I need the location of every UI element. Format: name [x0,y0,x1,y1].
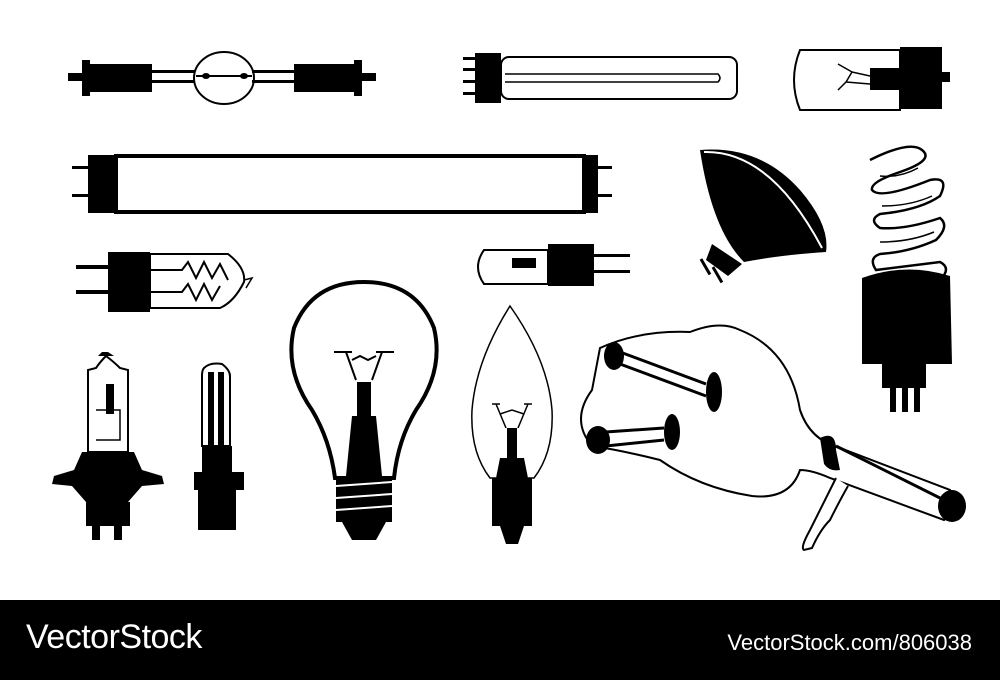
pl-compact-fluorescent-tube [463,53,738,103]
spiral-cfl-bulb [862,145,952,412]
watermark-footer: VectorStock VectorStock.com/806038 [0,600,1000,680]
candle-bulb [471,304,553,544]
metal-halide-double-ended-lamp [68,51,376,105]
xray-vacuum-tube [580,324,966,552]
g4-halogen-capsule [477,244,630,286]
brand-logo-text[interactable]: VectorStock [26,618,202,656]
halogen-capsule-lamp [76,252,254,312]
small-indicator-bulb [793,47,950,111]
incandescent-a19-bulb [289,279,439,540]
xenon-hid-bulb [194,362,244,530]
linear-fluorescent-tube [72,154,612,214]
h4-car-headlight-bulb [52,352,164,540]
mr16-reflector-spotlight [699,149,827,284]
lamp-collection-illustration [52,47,966,552]
image-id-text: VectorStock.com/806038 [727,630,972,655]
